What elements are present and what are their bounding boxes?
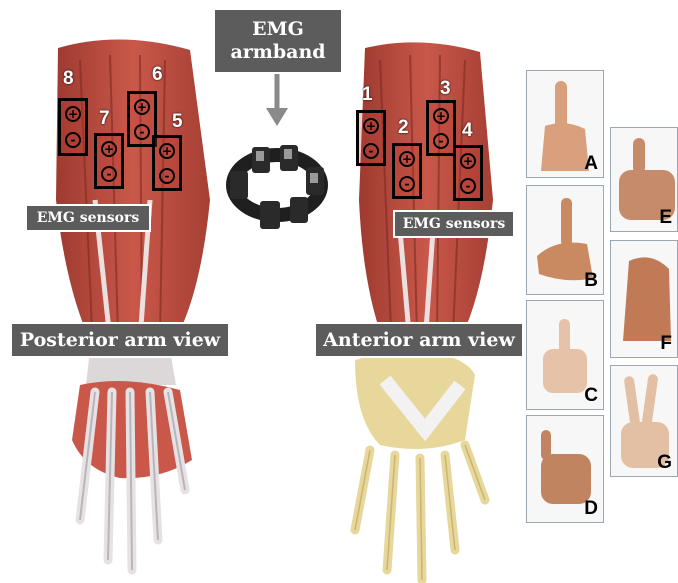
positive-electrode: +	[363, 118, 379, 134]
channel-number: 6	[152, 64, 163, 86]
negative-electrode: -	[363, 143, 379, 159]
gesture-letter: E	[659, 207, 672, 229]
gesture-b-panel: B	[526, 185, 604, 295]
negative-electrode: -	[159, 168, 175, 184]
armband-title-line1: EMG	[252, 18, 304, 41]
emg-sensor: + -	[453, 145, 483, 201]
emg-sensor: + -	[152, 135, 182, 191]
gesture-d-panel: D	[526, 415, 604, 523]
posterior-arm-illustration	[0, 0, 230, 583]
gesture-g-panel: G	[610, 365, 678, 477]
posterior-view-label: Posterior arm view	[10, 322, 230, 358]
channel-number: 7	[99, 108, 110, 130]
gesture-letter: C	[584, 385, 598, 407]
positive-electrode: +	[101, 141, 117, 157]
emg-sensors-label-posterior: EMG sensors	[25, 204, 151, 232]
emg-sensor: + -	[426, 100, 456, 156]
gesture-letter: G	[657, 452, 672, 474]
channel-number: 4	[462, 120, 473, 142]
gesture-e-panel: E	[610, 127, 678, 232]
channel-number: 8	[63, 68, 74, 90]
emg-sensor: + -	[356, 110, 386, 166]
negative-electrode: -	[65, 132, 81, 148]
negative-electrode: -	[399, 176, 415, 192]
armband-title-line2: armband	[230, 41, 325, 64]
negative-electrode: -	[433, 133, 449, 149]
positive-electrode: +	[159, 143, 175, 159]
negative-electrode: -	[101, 166, 117, 182]
emg-sensor: + -	[58, 98, 88, 156]
gesture-letter: B	[584, 270, 598, 292]
gesture-a-panel: A	[526, 70, 604, 178]
channel-number: 2	[398, 117, 409, 139]
armband-title: EMG armband	[213, 8, 343, 74]
pointer-arrow	[262, 72, 292, 132]
channel-number: 3	[440, 78, 451, 100]
gesture-letter: A	[584, 153, 598, 175]
positive-electrode: +	[433, 108, 449, 124]
negative-electrode: -	[460, 178, 476, 194]
positive-electrode: +	[134, 99, 150, 115]
gesture-letter: D	[584, 498, 598, 520]
anterior-arm-illustration	[325, 0, 525, 583]
gesture-c-panel: C	[526, 300, 604, 410]
positive-electrode: +	[399, 151, 415, 167]
positive-electrode: +	[65, 106, 81, 122]
anterior-view-label: Anterior arm view	[314, 322, 524, 358]
positive-electrode: +	[460, 153, 476, 169]
emg-sensor: + -	[392, 143, 422, 199]
emg-sensors-label-anterior: EMG sensors	[393, 210, 515, 238]
emg-sensor: + -	[94, 133, 124, 189]
channel-number: 1	[362, 84, 373, 106]
channel-number: 5	[172, 111, 183, 133]
emg-armband-device	[222, 135, 332, 235]
gesture-letter: F	[660, 333, 672, 355]
negative-electrode: -	[134, 124, 150, 140]
gesture-f-panel: F	[610, 240, 678, 358]
